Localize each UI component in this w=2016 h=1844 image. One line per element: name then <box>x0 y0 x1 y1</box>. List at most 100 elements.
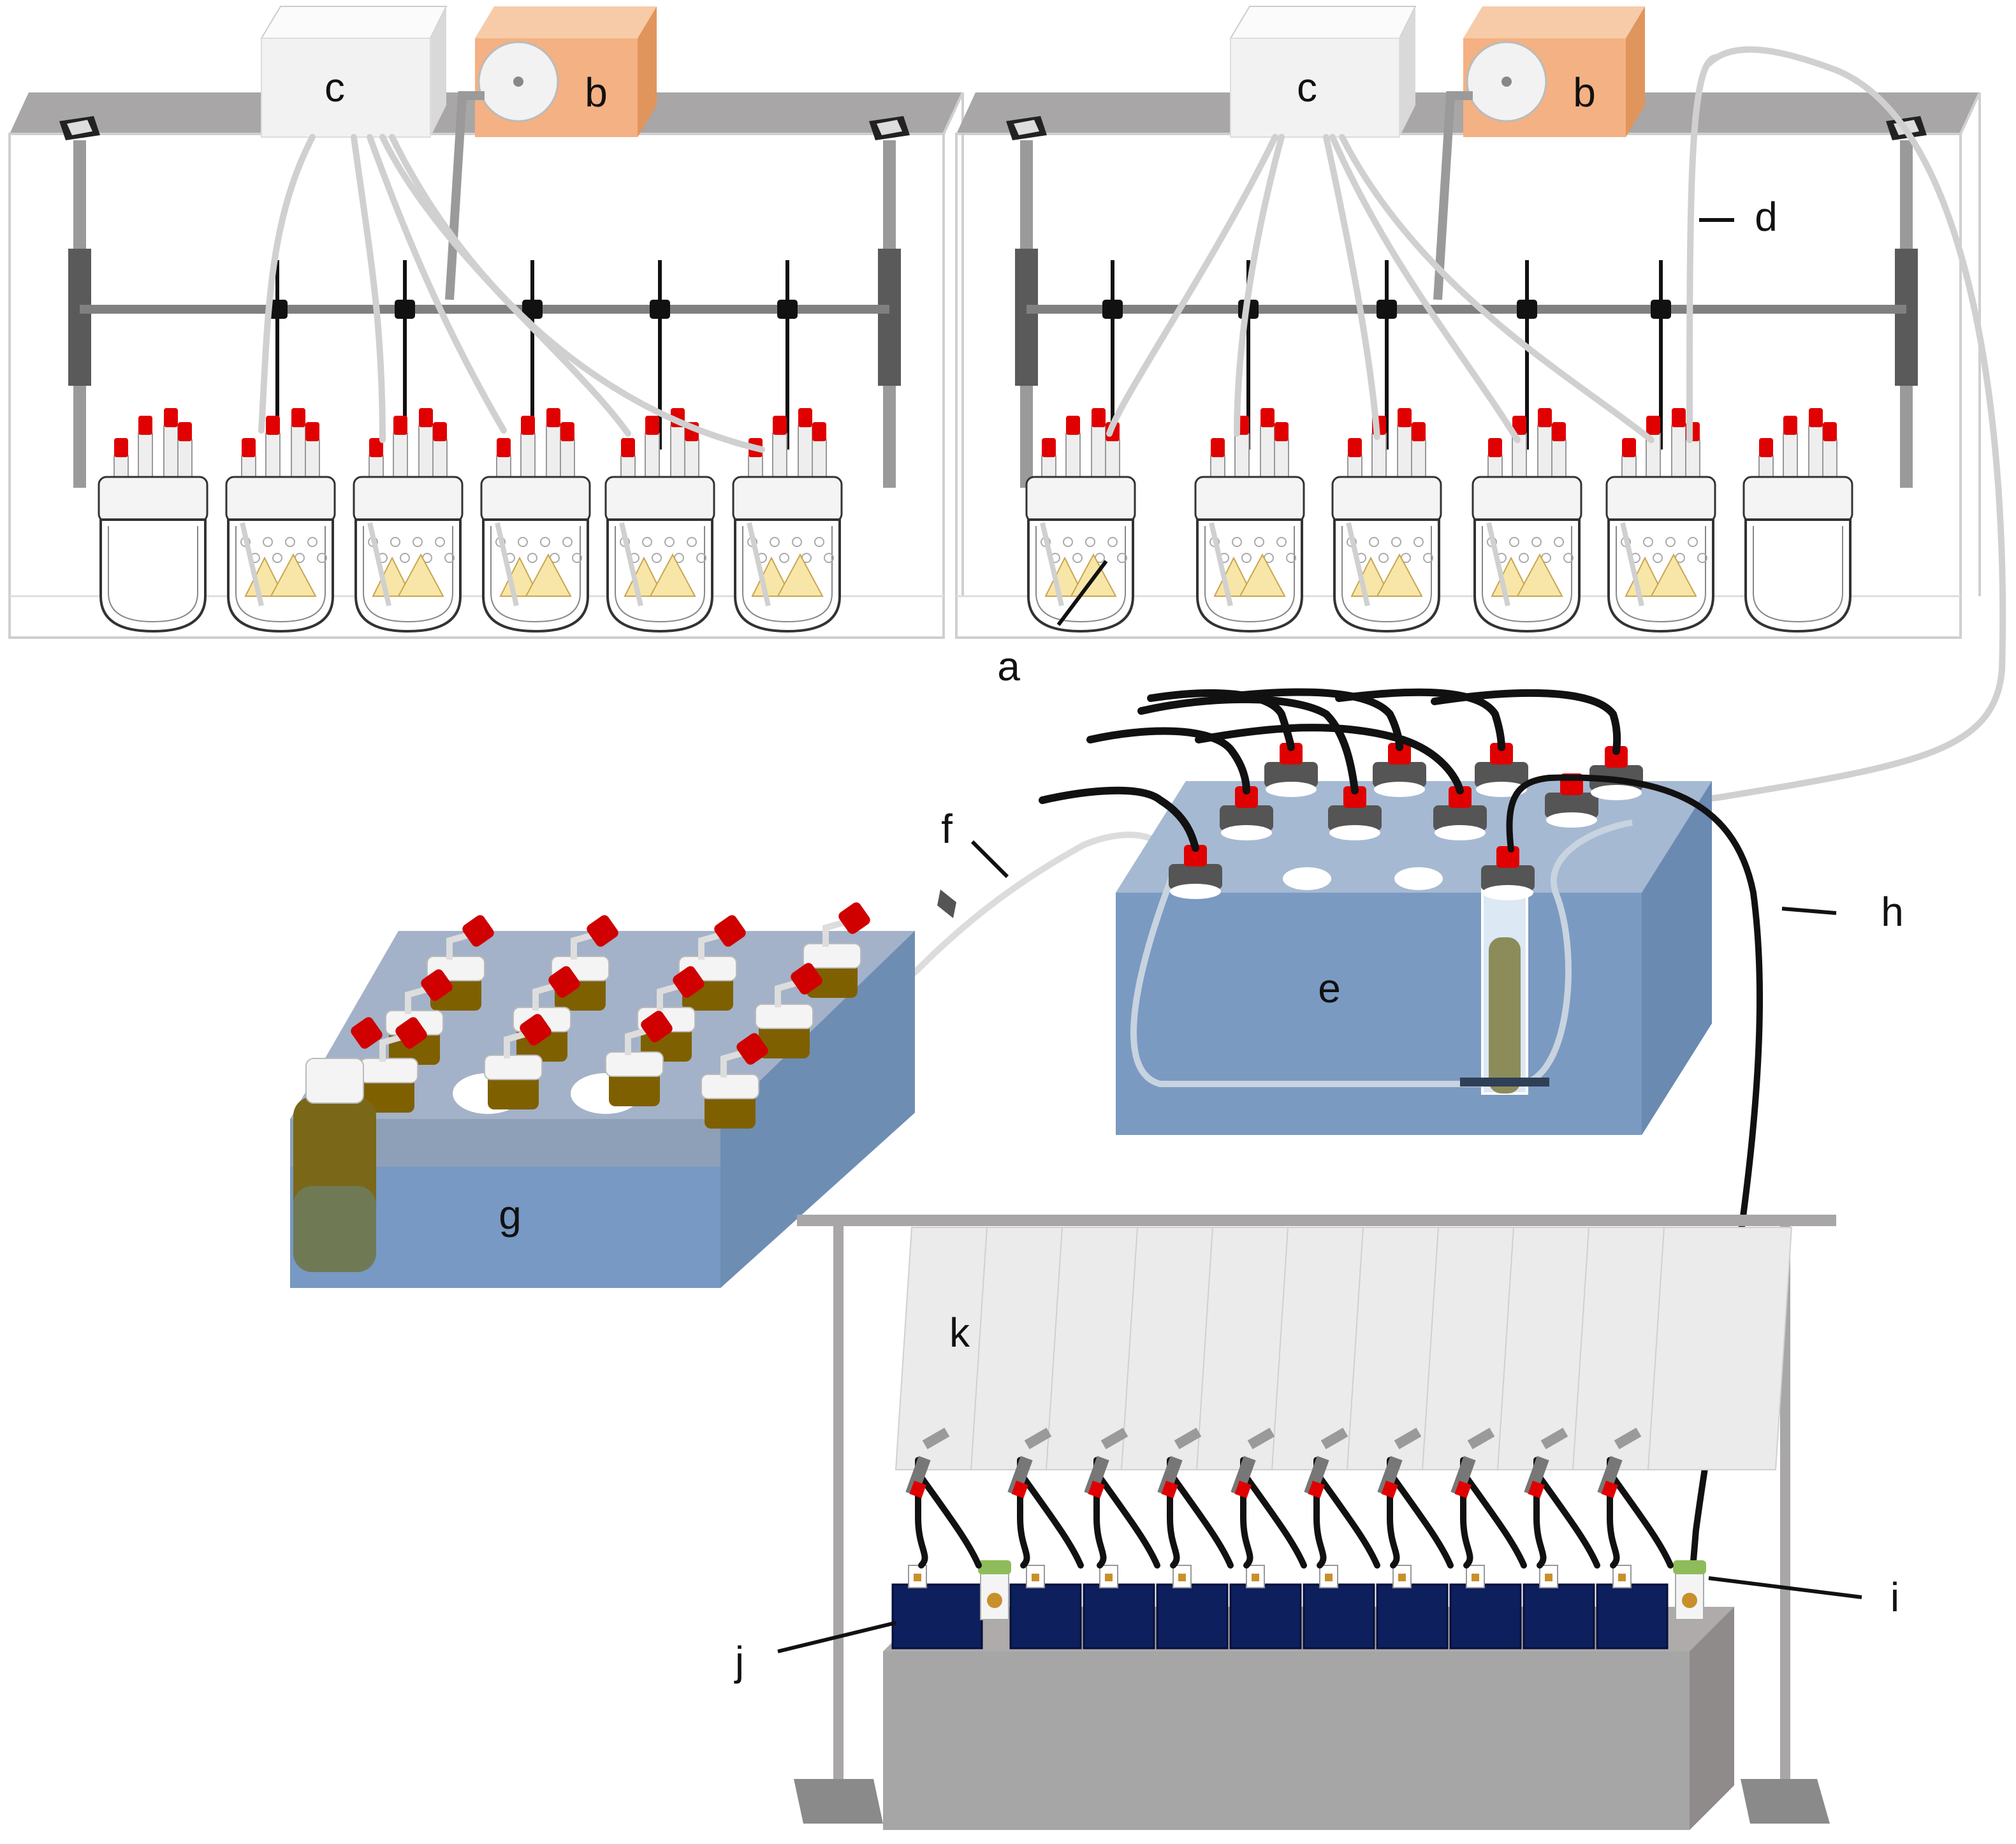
vial-cap-green <box>1673 1560 1706 1574</box>
bottle-cap-white <box>484 1055 543 1080</box>
air-tubing <box>1329 134 1521 443</box>
clip-end <box>1100 1428 1129 1449</box>
battery-j <box>1009 1583 1082 1650</box>
wire-connector <box>1377 1456 1403 1496</box>
bottle-port <box>393 433 408 479</box>
bottle-tube-stub <box>446 931 473 960</box>
bottle-tube-stub <box>698 931 725 960</box>
check-valve <box>937 889 956 918</box>
culture-bottle <box>1472 408 1582 633</box>
septum-red <box>520 1014 551 1046</box>
amber-bottle <box>609 1071 660 1106</box>
leaf-litter <box>1650 553 1697 597</box>
battery-wire <box>1607 1470 1674 1569</box>
septum-red <box>838 902 870 934</box>
aeration-tube <box>1346 522 1370 606</box>
air-bubble <box>814 537 824 547</box>
pump-tube-arm <box>1433 91 1473 300</box>
air-bubble <box>1063 537 1073 547</box>
bottle-cap-white <box>360 1058 418 1083</box>
cap-seal <box>1482 885 1533 900</box>
leader-j <box>777 1621 896 1653</box>
rack-top-bar <box>797 1215 1836 1226</box>
hanging-sheet-k <box>1647 1227 1793 1470</box>
battery-wire <box>1017 1457 1030 1569</box>
amber-bottle <box>759 1023 810 1058</box>
bottle-port <box>798 425 813 479</box>
bottle-port <box>1347 455 1362 479</box>
air-bubble <box>696 553 706 563</box>
clip-end <box>1394 1428 1422 1449</box>
septum-red <box>673 966 705 998</box>
label-d: d <box>1755 194 1778 240</box>
battery-wire <box>1460 1470 1527 1569</box>
connector-red-band <box>1011 1481 1028 1498</box>
septum-red <box>1449 786 1472 808</box>
pump-side <box>638 6 657 137</box>
bottle-cap-white <box>605 1051 664 1077</box>
scale-front <box>883 1651 1690 1830</box>
bottle-lid <box>1331 476 1442 523</box>
bottle-body <box>354 518 462 633</box>
cap-seal <box>1374 782 1425 797</box>
bottle-inner-wall <box>1035 526 1126 623</box>
septum-red <box>462 915 494 947</box>
air-bubble <box>770 537 780 547</box>
label-h: h <box>1881 889 1904 935</box>
water-baths <box>290 688 1763 1572</box>
air-bubble <box>1643 537 1653 547</box>
battery-wire <box>1533 1470 1600 1569</box>
terminal-contact <box>1472 1574 1479 1581</box>
air-bubble <box>1072 553 1083 563</box>
battery-j <box>1083 1583 1155 1650</box>
scale-rack <box>794 1215 1836 1830</box>
bath-e-tubing <box>1130 819 1633 1087</box>
port-cap <box>1809 408 1823 427</box>
septum-red <box>587 915 618 947</box>
port-cap <box>812 422 826 441</box>
air-bubble <box>1697 553 1707 563</box>
bottle-inner-wall <box>1341 526 1432 623</box>
port-cap <box>798 408 812 427</box>
battery-wire <box>915 1470 982 1569</box>
bottle-port <box>748 455 763 479</box>
rod-clamp <box>1377 300 1397 319</box>
air-bubble <box>1117 553 1127 563</box>
battery-wire <box>1240 1470 1307 1569</box>
air-bubble <box>1413 537 1424 547</box>
terminal-contact <box>1398 1574 1406 1581</box>
connector-red-band <box>1381 1481 1398 1498</box>
bottle-port <box>1274 439 1289 479</box>
culture-bottle <box>1331 408 1442 633</box>
label-i: i <box>1890 1574 1899 1620</box>
gas-line <box>1086 727 1250 794</box>
septum-red <box>1235 786 1258 808</box>
bottle-port <box>520 433 536 479</box>
gas-line <box>1147 689 1295 751</box>
leaf-litter <box>1239 553 1286 597</box>
air-bubble <box>652 553 662 563</box>
culture-bottle <box>225 408 336 633</box>
scale-side <box>1690 1607 1734 1830</box>
septum-red <box>351 1017 383 1049</box>
bottle-port <box>163 425 179 479</box>
bottle-port <box>1041 455 1056 479</box>
gas-line <box>1431 689 1621 755</box>
port-cap <box>1759 438 1773 457</box>
pump-side <box>1626 6 1645 137</box>
label-b-left: b <box>585 70 608 115</box>
port-cap <box>1538 408 1552 427</box>
culture-bottle <box>98 408 208 633</box>
connector-red-band <box>1601 1481 1618 1498</box>
aeration-tube <box>619 522 643 606</box>
air-tubing <box>1234 134 1285 437</box>
port-cap <box>645 416 659 435</box>
bottle-body <box>1473 518 1581 633</box>
septum-red <box>714 915 746 947</box>
wire-connector <box>1084 1456 1109 1496</box>
septum-red <box>421 969 453 1001</box>
air-bubble <box>1378 553 1389 563</box>
vial-contents <box>1682 1593 1697 1608</box>
tubing-layer <box>258 46 2006 1069</box>
air-bubble <box>1085 537 1095 547</box>
